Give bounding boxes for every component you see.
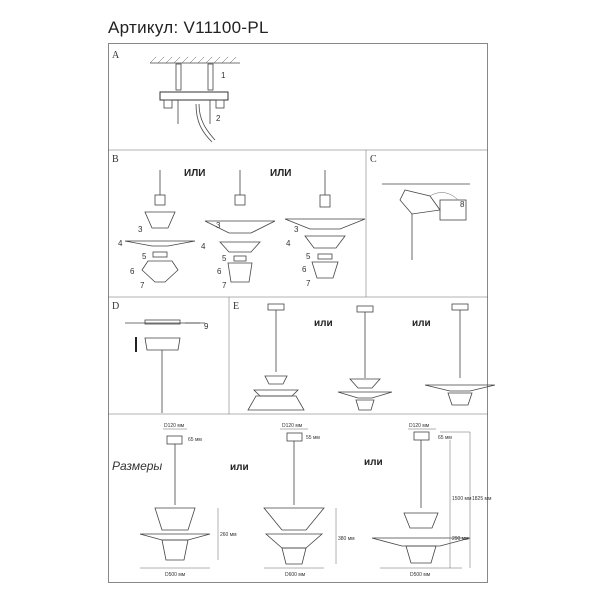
step-2-label: 2 — [216, 114, 221, 123]
dim-3-cup-height: 65 мм — [438, 435, 452, 441]
step-5-label-a: 5 — [142, 252, 147, 261]
step-5-label-c: 5 — [306, 252, 311, 261]
section-e-option-1-drawing — [247, 303, 305, 411]
step-9-label: 9 — [204, 322, 209, 331]
section-b-variant-2-drawing — [204, 170, 276, 283]
dims-option-2-drawing — [263, 428, 337, 569]
step-3-label-b: 3 — [216, 221, 221, 230]
or-label-e2: или — [412, 318, 431, 329]
dim-3-total-height-min: 1500 мм — [452, 496, 472, 502]
or-label-b1: ИЛИ — [184, 168, 205, 179]
section-c-wiring-drawing — [382, 183, 470, 260]
dims-option-3-drawing — [371, 428, 471, 569]
section-b-variant-3-drawing — [284, 170, 366, 279]
step-7-label-a: 7 — [140, 281, 145, 290]
step-6-label-c: 6 — [302, 265, 307, 274]
step-4-label-b: 4 — [201, 242, 206, 251]
dim-3-shade-height: 290 мм — [452, 536, 469, 542]
dim-1-shade-height: 260 мм — [220, 532, 237, 538]
section-label-a: A — [112, 50, 120, 61]
article-title: Артикул: V11100-PL — [108, 18, 269, 37]
step-7-label-b: 7 — [222, 281, 227, 290]
dim-1-cup-height: 65 мм — [188, 437, 202, 443]
dim-1-diameter-top: D120 мм — [164, 423, 185, 429]
or-label-d1: или — [230, 462, 249, 473]
or-label-e1: или — [314, 318, 333, 329]
step-6-label-a: 6 — [130, 267, 135, 276]
section-e-option-3-drawing — [424, 303, 496, 406]
section-e-option-2-drawing — [337, 305, 393, 411]
dim-2-cup-height: 55 мм — [306, 435, 320, 441]
step-3-label-c: 3 — [294, 225, 299, 234]
dim-2-diameter-top: D120 мм — [282, 423, 303, 429]
step-4-label-a: 4 — [118, 239, 123, 248]
section-label-e: E — [233, 301, 239, 312]
dim-2-shade-height: 380 мм — [338, 536, 355, 542]
dims-option-1-drawing — [139, 428, 219, 569]
section-d-ceiling-cup-drawing — [125, 319, 205, 413]
step-8-label: 8 — [460, 200, 465, 209]
instruction-frame — [108, 43, 488, 583]
step-7-label-c: 7 — [306, 279, 311, 288]
dim-3-total-height-max: 1825 мм — [472, 496, 492, 502]
dim-1-diameter-bottom: D500 мм — [165, 572, 186, 578]
dim-2-diameter-bottom: D600 мм — [285, 572, 306, 578]
step-4-label-c: 4 — [286, 239, 291, 248]
section-b-variant-1-drawing — [124, 170, 196, 283]
step-6-label-b: 6 — [217, 267, 222, 276]
dim-3-diameter-bottom: D500 мм — [410, 572, 431, 578]
section-a-bracket-drawing — [149, 56, 240, 143]
section-label-d: D — [112, 301, 119, 312]
section-label-c: C — [370, 154, 377, 165]
dim-3-diameter-top: D120 мм — [409, 423, 430, 429]
step-1-label: 1 — [221, 71, 226, 80]
step-3-label-a: 3 — [138, 225, 143, 234]
step-5-label-b: 5 — [222, 254, 227, 263]
or-label-b2: ИЛИ — [270, 168, 291, 179]
or-label-d2: или — [364, 457, 383, 468]
section-label-b: B — [112, 154, 119, 165]
dimensions-title: Размеры — [112, 459, 162, 473]
